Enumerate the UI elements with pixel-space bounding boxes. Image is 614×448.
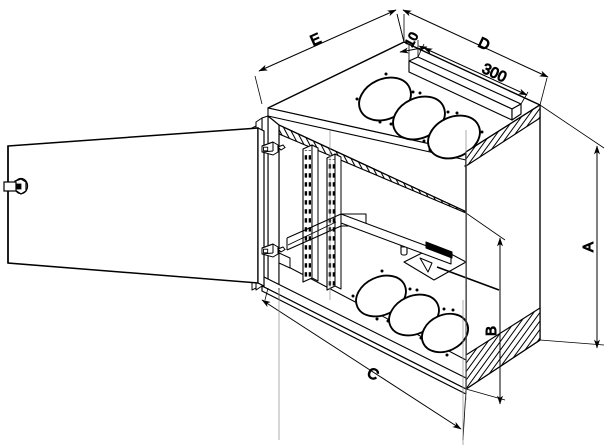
side-panel-right bbox=[465, 104, 541, 390]
interior-cable-tray bbox=[340, 213, 500, 291]
top-panel-openings bbox=[358, 76, 481, 160]
dimension-label-B: B bbox=[483, 326, 500, 336]
rack-rail-left bbox=[302, 144, 319, 283]
projection-lines bbox=[278, 14, 467, 445]
rack-rail-right bbox=[326, 153, 342, 291]
door-lock-handle[interactable] bbox=[3, 177, 29, 195]
front-door-panel[interactable] bbox=[7, 127, 265, 287]
dimension-label-10: 10 bbox=[401, 30, 421, 50]
dimension-10: 10 bbox=[399, 29, 428, 61]
dimension-A: A bbox=[539, 104, 605, 349]
dimension-label-A: A bbox=[580, 242, 597, 252]
dimension-B: B bbox=[465, 212, 506, 405]
dimension-C: C bbox=[261, 287, 467, 441]
